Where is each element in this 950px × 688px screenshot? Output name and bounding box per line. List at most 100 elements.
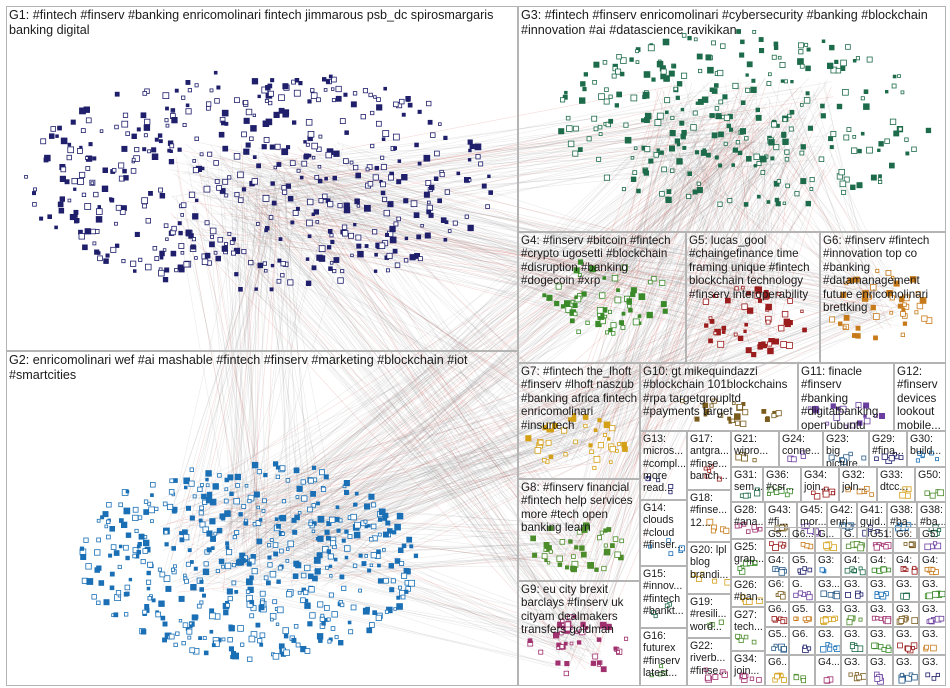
group-label-g5b: G6: — [768, 579, 786, 591]
group-label-g5c: G3... — [818, 579, 838, 591]
group-box-g26: G26: #ban... — [731, 577, 765, 607]
group-label-g42: G43: #fi... — [768, 504, 794, 529]
group-box-g6x: G... — [815, 527, 841, 553]
group-label-gz3: G3. — [870, 604, 890, 616]
group-label-gx1: G4: — [844, 555, 864, 567]
group-box-gx3: G4: — [893, 553, 919, 577]
group-label-g3: G3: #fintech #finserv enricomolinari #cy… — [521, 8, 943, 37]
group-label-g43: G50: — [918, 469, 943, 481]
group-box-g4x: G5... — [765, 527, 789, 553]
group-box-gx1: G4: — [841, 553, 867, 577]
group-box-gx4: G4: — [919, 553, 946, 577]
group-box-g3: G3: #fintech #finserv enricomolinari #cy… — [518, 6, 946, 232]
group-label-g12: G12: #finserv devices lookout mobile... — [897, 365, 943, 431]
group-label-g50: G51: — [870, 529, 890, 541]
group-label-g4c: G5. — [792, 555, 812, 567]
group-box-gv4: G3. — [919, 655, 946, 686]
group-label-g36: G36: #csr... — [766, 469, 798, 494]
group-box-g17: G17: antgra... #finse... banch... — [687, 431, 731, 490]
group-box-g5: G5: lucas_gool #chaingefinance time fram… — [686, 232, 820, 363]
group-box-gw5: G3. — [919, 627, 946, 655]
group-label-gx2: G4: — [870, 555, 890, 567]
group-label-g10: G10: gt mikequindazzi #blockchain 101blo… — [643, 365, 795, 419]
group-label-g22: G22: riverb... #finse... — [690, 640, 728, 677]
group-label-g35: G34: join... — [734, 653, 762, 678]
group-box-g5b: G6: — [765, 577, 789, 602]
group-box-g28: G28: #ana... — [731, 502, 765, 539]
group-box-gx2: G4: — [867, 553, 893, 577]
group-label-g4b: G5: — [922, 529, 943, 541]
group-box-gy4: G3. — [919, 577, 946, 602]
group-box-gz2: G3. — [841, 602, 867, 627]
group-box-g4b: G5: — [919, 527, 946, 553]
group-label-gx4: G4: — [922, 555, 943, 567]
group-box-g6e — [789, 655, 815, 686]
group-box-g36: G36: #csr... — [763, 467, 801, 502]
group-box-gz4: G3. — [893, 602, 919, 627]
group-label-g8: G8: #finserv financial #fintech help ser… — [521, 481, 637, 535]
group-box-g27: G27: tech... — [731, 607, 765, 651]
group-label-gz4: G3. — [896, 604, 916, 616]
group-box-g20: G20: lpl blog brandi... — [687, 542, 731, 594]
group-box-g23: G23: big picture... — [823, 431, 869, 467]
group-box-g21: G21: wipro... — [731, 431, 779, 467]
group-box-g19: G19: #resili... word... — [687, 594, 731, 638]
group-label-gy1: G3. — [844, 579, 864, 591]
group-box-gz5: G3. — [919, 602, 946, 627]
group-label-gw2: G3. — [844, 629, 864, 641]
group-label-g45: G45: mor... — [800, 504, 824, 529]
group-label-g2: G2: enricomolinari wef #ai mashable #fin… — [9, 353, 515, 382]
group-box-g43: G50: — [915, 467, 946, 502]
group-label-g3a: G4: — [768, 555, 786, 567]
group-box-g50: G51: — [867, 527, 893, 553]
group-label-g28: G28: #ana... — [734, 504, 762, 529]
group-label-gdots: G. — [844, 529, 864, 541]
group-label-gx3: G4: — [896, 555, 916, 567]
group-label-g51: G4... — [818, 657, 838, 669]
group-label-g18: G18: #finse... 12... — [690, 492, 728, 529]
group-box-g8: G8: #finserv financial #fintech help ser… — [518, 479, 640, 581]
group-box-g3a: G4: — [765, 553, 789, 577]
group-box-g29: G29: #fina... — [869, 431, 907, 467]
group-label-g6d: G5.. — [768, 629, 786, 641]
group-box-gy1: G3. — [841, 577, 867, 602]
group-box-g6: G6: #finserv #fintech #innovation top co… — [820, 232, 946, 363]
group-label-g30: G30: build... — [910, 433, 943, 458]
group-label-gy2: G3. — [870, 579, 890, 591]
group-label-g37: G38: #ba... — [890, 504, 914, 529]
group-box-g5c: G3... — [815, 577, 841, 602]
group-label-g6: G6: #finserv #fintech #innovation top co… — [823, 234, 943, 315]
group-box-g24: G24: conne... — [779, 431, 823, 467]
group-box-g15: G15: #innov... #fintech #bankt... — [640, 566, 687, 628]
group-box-g6b: G. — [789, 577, 815, 602]
group-label-g6x: G... — [818, 529, 838, 541]
group-label-g29: G29: #fina... — [872, 433, 904, 458]
group-box-g18: G18: #finse... 12... — [687, 490, 731, 542]
group-box-g32: G32: joln... — [839, 467, 877, 502]
group-box-g6c: G5. — [789, 602, 815, 627]
group-label-g37b: G38: #ba... — [920, 504, 943, 529]
group-box-gz3: G3. — [867, 602, 893, 627]
group-box-g2: G2: enricomolinari wef #ai mashable #fin… — [6, 351, 518, 686]
group-box-gv1: G3. — [841, 655, 867, 686]
group-label-g16: G16: futurex #finserv latest... — [643, 630, 684, 679]
group-label-g19: G19: #resili... word... — [690, 596, 728, 633]
group-label-g26: G26: #ban... — [734, 579, 762, 604]
group-box-gw1: G3. — [815, 627, 841, 655]
group-box-g33: G33: dtcc... — [877, 467, 915, 502]
group-label-g25: G25: grap... — [734, 541, 762, 566]
group-label-gv4: G3. — [922, 657, 943, 669]
group-label-gw1: G3. — [818, 629, 838, 641]
group-label-g38: G41: guid... — [860, 504, 884, 529]
group-box-g14: G14: clouds #cloud #finser... — [640, 500, 687, 566]
group-box-gv3: G3. — [893, 655, 919, 686]
group-box-gdots: G. — [841, 527, 867, 553]
group-label-gy4: G3. — [922, 579, 943, 591]
group-label-g41: G42: enri... — [830, 504, 854, 529]
group-box-g5f: G6.. — [765, 655, 789, 686]
group-label-gv2: G3. — [870, 657, 890, 669]
group-box-g22: G22: riverb... #finse... — [687, 638, 731, 686]
group-box-g13: G13: micros... #compl... more read... — [640, 431, 687, 500]
group-label-gw5: G3. — [922, 629, 943, 641]
group-box-g12: G12: #finserv devices lookout mobile... — [894, 363, 946, 431]
